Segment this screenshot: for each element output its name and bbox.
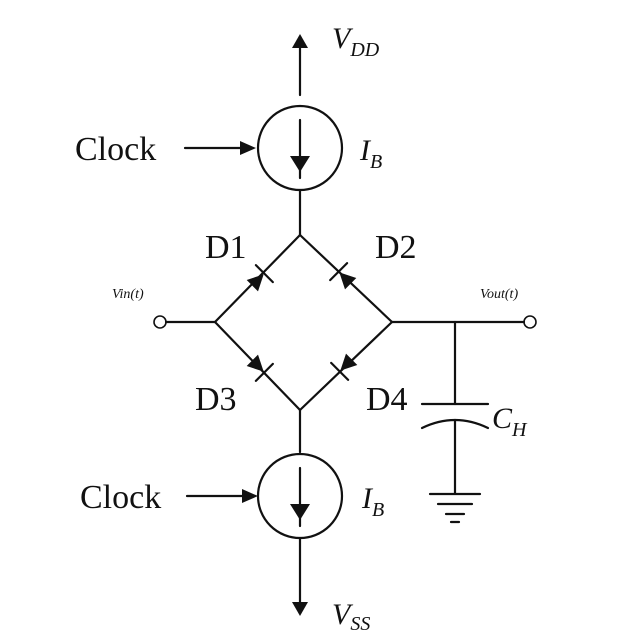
clock-bottom-arrow — [185, 489, 258, 503]
vin-label: Vin(t) — [112, 287, 144, 302]
vout-label: Vout(t) — [480, 287, 518, 302]
vss-terminal — [292, 536, 308, 616]
vdd-terminal — [292, 34, 308, 97]
d3-label: D3 — [195, 381, 237, 418]
vss-label: VSS — [332, 598, 370, 635]
diode-d1-symbol — [246, 264, 274, 292]
ib-bottom-label: IB — [361, 482, 384, 521]
d1-label: D1 — [205, 229, 247, 266]
clock-top-arrow — [183, 141, 256, 155]
hold-capacitor — [420, 320, 490, 495]
bottom-current-source — [256, 452, 344, 540]
d2-label: D2 — [375, 229, 417, 266]
clock-bottom-label: Clock — [80, 479, 161, 516]
clock-top-label: Clock — [75, 131, 156, 168]
ib-top-label: IB — [359, 134, 382, 173]
vout-terminal — [390, 315, 537, 329]
vin-terminal — [153, 315, 217, 329]
ch-label: CH — [492, 402, 528, 441]
top-current-source — [256, 104, 344, 192]
d4-label: D4 — [366, 381, 408, 418]
vdd-label: VDD — [332, 22, 380, 61]
ground-symbol — [428, 492, 482, 524]
